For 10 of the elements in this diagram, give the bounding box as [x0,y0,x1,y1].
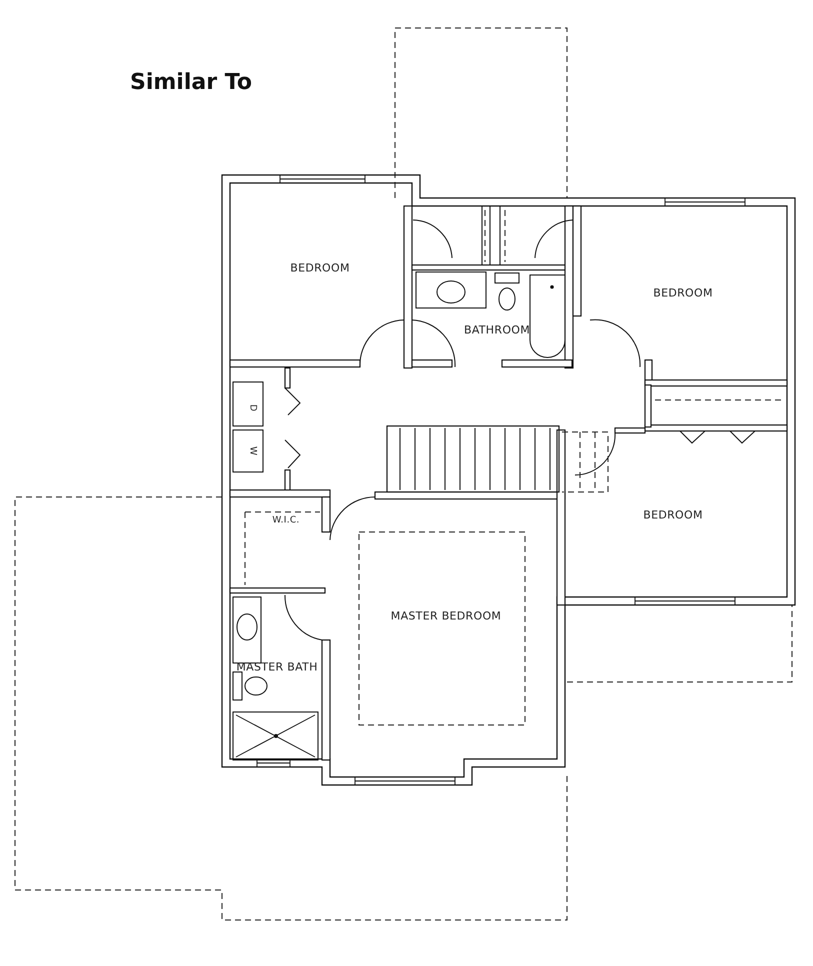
room-label: BEDROOM [653,288,713,298]
room-label: W.I.C. [272,516,300,526]
room-label: BATHROOM [464,324,530,336]
room-label: MASTER BEDROOM [390,610,502,622]
room-label: BEDROOM [643,510,703,520]
title: Similar To [130,70,252,95]
room-label: MASTER BATH [236,662,318,672]
room-label: BEDROOM [290,262,350,274]
room-label: D [248,404,256,412]
room-label: W [248,446,256,456]
